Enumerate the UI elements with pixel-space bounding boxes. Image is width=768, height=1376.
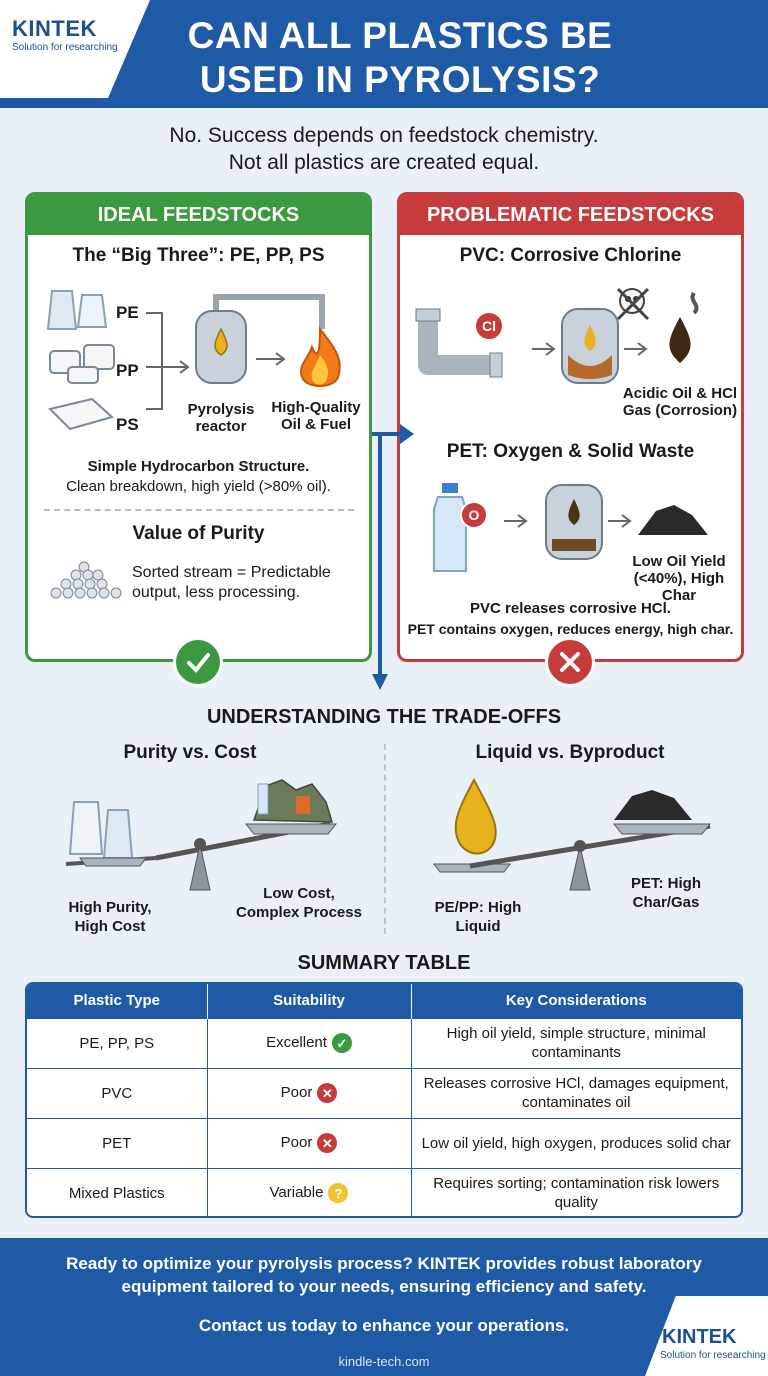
summary-title: SUMMARY TABLE: [297, 952, 471, 974]
problematic-heading: PROBLEMATIC FEEDSTOCKS: [400, 195, 741, 235]
tradeoffs-title: UNDERSTANDING THE TRADE-OFFS: [206, 706, 562, 728]
table-row: PVC Poor✕ Releases corrosive HCl, damage…: [27, 1067, 741, 1118]
problem-summary-2: PET contains oxygen, reduces energy, hig…: [407, 621, 734, 637]
footer-banner: Ready to optimize your pyrolysis process…: [0, 1238, 768, 1376]
cell-suitability: Poor✕: [207, 1117, 412, 1168]
high-purity-label: High Purity, High Cost: [68, 899, 152, 935]
label-pp: PP: [116, 361, 139, 380]
label-ps: PS: [116, 415, 139, 434]
purity-title: Value of Purity: [132, 523, 265, 544]
problem-summary-1: PVC releases corrosive HCl.: [470, 600, 671, 617]
cell-suitability: Excellent✓: [207, 1017, 412, 1068]
pvc-title: PVC: Corrosive Chlorine: [459, 245, 682, 266]
x-icon: ✕: [317, 1133, 338, 1154]
footer-text: Ready to optimize your pyrolysis process…: [66, 1254, 702, 1296]
low-cost-label: Low Cost, Complex Process: [236, 885, 362, 921]
ideal-heading: IDEAL FEEDSTOCKS: [28, 195, 369, 235]
pe-pp-liquid-label: PE/PP: High Liquid: [434, 899, 522, 935]
brand-tagline: Solution for researching: [12, 42, 118, 53]
pellets-icon: [50, 561, 122, 599]
purity-cost-scale-icon: [65, 779, 338, 891]
header-key-considerations: Key Considerations: [411, 984, 741, 1018]
suitability-text: Poor: [280, 1083, 313, 1101]
ideal-feedstocks-panel: IDEAL FEEDSTOCKS The “Big Three”: PE, PP…: [25, 192, 372, 662]
cell-notes: Releases corrosive HCl, damages equipmen…: [411, 1067, 741, 1118]
problematic-feedstocks-panel: PROBLEMATIC FEEDSTOCKS PVC: Corrosive Ch…: [397, 192, 744, 662]
plastic-items-icon: [46, 290, 115, 431]
pet-output-label: Low Oil Yield (<40%), High Char: [632, 553, 726, 604]
liquid-byproduct-scale-icon: [433, 777, 712, 891]
table-header-row: Plastic Type Suitability Key Considerati…: [27, 984, 741, 1018]
purity-text: Sorted stream = Predictable output, less…: [132, 564, 331, 601]
summary-table: Plastic Type Suitability Key Considerati…: [25, 982, 743, 1218]
flow-arrow-icon: [372, 424, 414, 690]
intro-line-2: Not all plastics are created equal.: [228, 151, 540, 174]
label-pe: PE: [116, 303, 139, 322]
table-row: PE, PP, PS Excellent✓ High oil yield, si…: [27, 1017, 741, 1068]
check-icon: [173, 637, 223, 687]
x-icon: ✕: [317, 1083, 338, 1104]
suitability-text: Variable: [269, 1184, 324, 1202]
page-title: CAN ALL PLASTICS BE USED IN PYROLYSIS?: [187, 15, 613, 100]
suitability-text: Poor: [280, 1133, 313, 1151]
purity-cost-title: Purity vs. Cost: [123, 742, 257, 763]
suitability-text: Excellent: [266, 1033, 327, 1051]
intro-text: No. Success depends on feedstock chemist…: [0, 122, 768, 176]
x-icon: [545, 637, 595, 687]
check-icon: ✓: [331, 1033, 352, 1054]
footer-logo-tagline: Solution for researching: [660, 1350, 766, 1361]
cell-suitability: Variable?: [207, 1167, 412, 1216]
cell-type: PE, PP, PS: [27, 1017, 208, 1068]
liquid-byproduct-title: Liquid vs. Byproduct: [475, 742, 665, 763]
divider: [44, 509, 354, 511]
cell-type: Mixed Plastics: [27, 1167, 208, 1216]
header-suitability: Suitability: [207, 984, 412, 1018]
footer-logo: KINTEK: [662, 1326, 737, 1348]
question-icon: ?: [328, 1183, 349, 1204]
cell-notes: Requires sorting; contamination risk low…: [411, 1167, 741, 1216]
oil-fuel-label: High-Quality Oil & Fuel: [271, 399, 361, 433]
pet-process-icon: [433, 483, 708, 572]
reactor-label: Pyrolysis reactor: [187, 401, 255, 435]
brand-logo: KINTEK: [12, 16, 97, 41]
cell-type: PET: [27, 1117, 208, 1168]
intro-line-1: No. Success depends on feedstock chemist…: [169, 124, 599, 147]
big-three-title: The “Big Three”: PE, PP, PS: [72, 245, 325, 266]
pet-title: PET: Oxygen & Solid Waste: [446, 441, 695, 462]
pvc-process-icon: [415, 287, 699, 384]
cell-notes: Low oil yield, high oxygen, produces sol…: [411, 1117, 741, 1168]
structure-title: Simple Hydrocarbon Structure.: [87, 458, 310, 475]
flame-icon: [300, 326, 341, 387]
cell-suitability: Poor✕: [207, 1067, 412, 1118]
footer-cta[interactable]: Contact us today to enhance your operati…: [198, 1316, 570, 1335]
table-row: PET Poor✕ Low oil yield, high oxygen, pr…: [27, 1117, 741, 1168]
pvc-output-label: Acidic Oil & HCl Gas (Corrosion): [622, 385, 738, 419]
table-row: Mixed Plastics Variable? Requires sortin…: [27, 1167, 741, 1216]
chlorine-badge: Cl: [474, 311, 504, 341]
tradeoff-divider: [384, 744, 386, 934]
header-plastic-type: Plastic Type: [27, 984, 208, 1018]
bracket-arrow-icon: [146, 312, 190, 410]
website-link[interactable]: kindle-tech.com: [338, 1354, 430, 1369]
pyrolysis-reactor-icon: [195, 294, 325, 384]
cell-notes: High oil yield, simple structure, minima…: [411, 1017, 741, 1068]
cell-type: PVC: [27, 1067, 208, 1118]
oxygen-badge: O: [460, 501, 488, 529]
pet-char-label: PET: High Char/Gas: [631, 875, 701, 911]
structure-text: Clean breakdown, high yield (>80% oil).: [66, 478, 331, 495]
